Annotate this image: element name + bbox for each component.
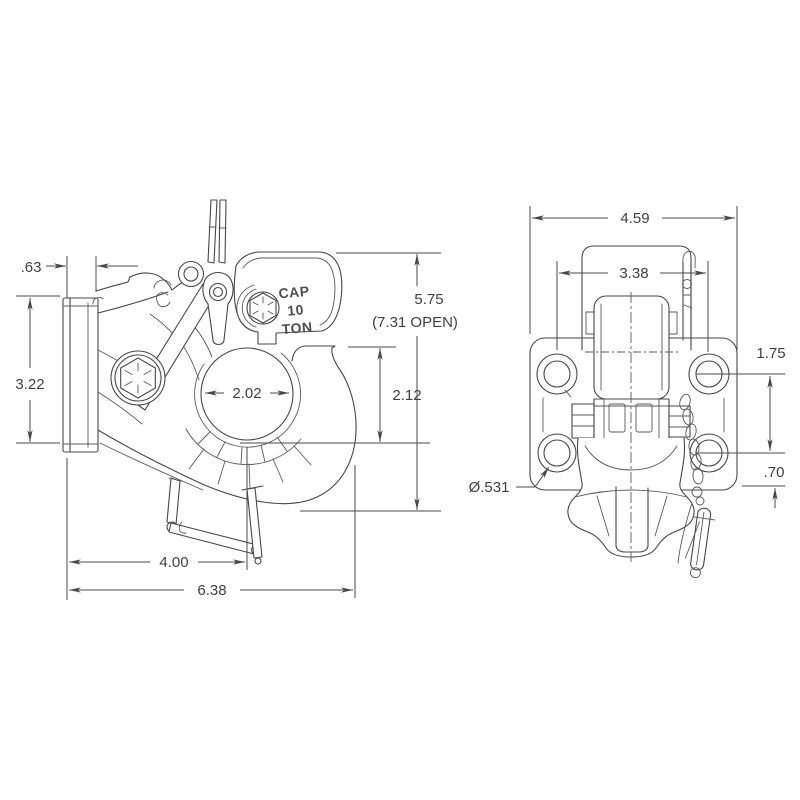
- safety-chain: [677, 393, 716, 579]
- dim-hole-to-bottom: .70: [742, 464, 785, 508]
- bolt-holes: [536, 353, 730, 473]
- spring-housing: [585, 295, 678, 400]
- dim-open-height-label: (7.31 OPEN): [372, 314, 458, 331]
- dim-bolt-spacing-width-label: 3.38: [619, 265, 648, 282]
- dim-horn-reach-label: 4.00: [159, 554, 188, 571]
- lever-front: [682, 250, 696, 341]
- dim-overall-width-label: 4.59: [620, 210, 649, 227]
- dim-overall-depth-label: 6.38: [197, 582, 226, 599]
- front-view-dimensions: 4.59 3.38 1.75 .70 Ø.531: [469, 206, 786, 508]
- lower-body: [571, 398, 691, 442]
- dim-overall-depth: 6.38: [69, 465, 356, 599]
- dim-bolt-spacing-width: 3.38: [556, 261, 709, 352]
- boss-top-left: [536, 353, 578, 395]
- hook-horn: [97, 345, 357, 505]
- side-view-dimensions: .63 3.22 2.02 2.12 5.75 (7.31 OPEN): [15, 252, 458, 600]
- dim-hole-diameter-label: Ø.531: [469, 479, 510, 496]
- hook-eye: [194, 347, 302, 448]
- stamp-line-3: TON: [281, 319, 313, 338]
- dim-bolt-spacing-height-label: 1.75: [756, 345, 785, 362]
- stamp-line-2: 10: [287, 301, 305, 318]
- hole-bottom-left: [543, 439, 571, 467]
- stamp-line-1: CAP: [278, 283, 310, 302]
- hole-top-left: [543, 360, 571, 388]
- dim-overall-height-label: 5.75: [414, 291, 443, 308]
- dim-hole-to-bottom-label: .70: [764, 464, 785, 481]
- dim-eye-diameter: 2.02: [205, 385, 289, 402]
- upper-arm: [95, 272, 191, 314]
- chain-clip: [684, 507, 716, 579]
- front-view: [529, 245, 738, 579]
- latch-knuckle: [177, 260, 205, 288]
- mounting-plate: [62, 297, 104, 453]
- dim-flange-thickness-label: .63: [21, 259, 42, 276]
- safety-pin-assembly: [166, 477, 264, 565]
- dim-flange-thickness: .63: [21, 256, 138, 298]
- release-lever: [202, 199, 234, 346]
- dim-eye-diameter-label: 2.02: [232, 385, 261, 402]
- dim-hole-diameter: Ø.531: [469, 466, 550, 496]
- dim-overall-height: 5.75 (7.31 OPEN): [300, 252, 458, 512]
- top-bracket: [581, 245, 692, 351]
- dim-mouth-height: 2.12: [240, 346, 430, 444]
- dim-horn-reach: 4.00: [66, 447, 248, 600]
- dim-overall-width: 4.59: [529, 206, 738, 350]
- dim-mount-height: 3.22: [15, 295, 60, 444]
- capacity-stamp: CAP 10 TON: [278, 283, 313, 338]
- lower-hex-bolt: [110, 350, 166, 406]
- dim-bolt-spacing-height: 1.75: [696, 345, 786, 454]
- dim-mouth-height-label: 2.12: [392, 387, 421, 404]
- side-view: CAP 10 TON: [62, 199, 357, 565]
- latch-dome: CAP 10 TON: [233, 251, 343, 345]
- dim-mount-height-label: 3.22: [15, 376, 44, 393]
